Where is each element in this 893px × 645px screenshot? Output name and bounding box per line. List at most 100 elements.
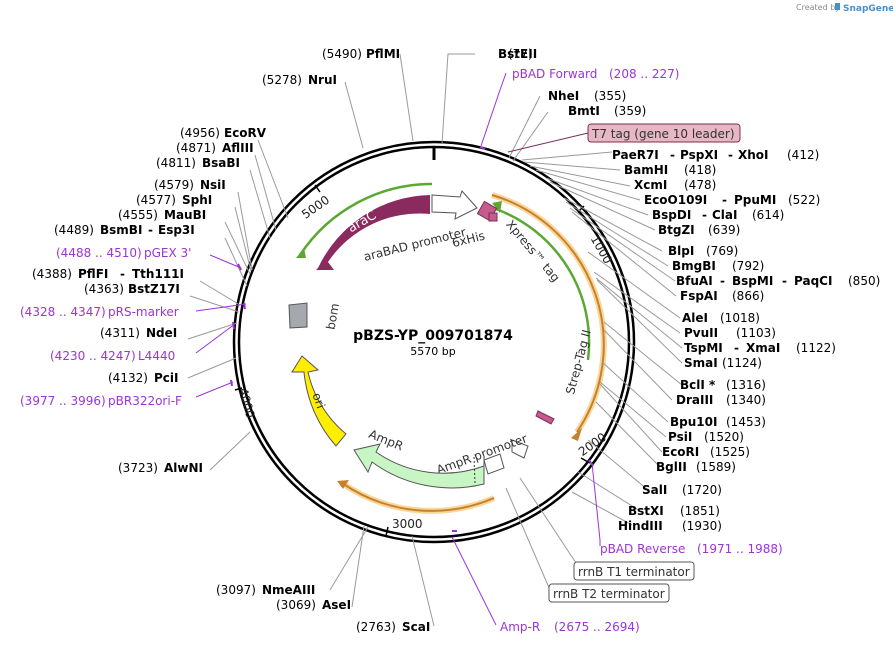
xpress-tag-feature[interactable] [488,212,498,222]
primer-prs-marker[interactable]: pRS-marker [108,305,179,319]
site-hindiii[interactable]: HindIII [618,519,663,533]
site-ecori[interactable]: EcoRI [662,445,699,459]
site-asei-pos: (3069) [276,598,316,612]
site-bsmbi[interactable]: BsmBI [100,223,142,237]
site-pvuii[interactable]: PvuII [684,326,718,340]
site-ecori-pos: (1525) [710,445,750,459]
primer-l4440[interactable]: L4440 [138,349,175,363]
site-blpi-pos: (769) [706,244,738,258]
site-nrui[interactable]: NruI [308,73,337,87]
site-bfuai-alt-2[interactable]: PaqCI [794,274,832,288]
site-xcmi[interactable]: XcmI [634,178,667,192]
site-smai[interactable]: SmaI [684,356,718,370]
site-bsteii[interactable]: BstEII [498,47,537,61]
site-bpu10i[interactable]: Bpu10I [670,415,717,429]
site-bmgbi[interactable]: BmgBI [672,259,716,273]
site-alwni[interactable]: AlwNI [164,461,203,475]
sep-bspdi: - [702,208,707,222]
site-bamhi[interactable]: BamHI [624,163,668,177]
sep-pflfi: - [120,267,125,281]
tick-label-3000: 3000 [392,517,423,531]
site-pae-pos: (412) [787,148,819,162]
rrnb-t1-box[interactable] [573,561,695,581]
ori-feature[interactable] [291,355,347,447]
site-tspmi[interactable]: TspMI [684,341,723,355]
site-pflfi-alt-1[interactable]: Tth111I [132,267,184,281]
tick-2000 [580,457,591,464]
site-labels: BstEII (77) PflMI (5490) NruI (5278) Nhe… [32,47,880,634]
site-pae[interactable]: PaeR7I [612,148,659,162]
site-sphi[interactable]: SphI [182,193,212,207]
site-alei[interactable]: AleI [682,311,708,325]
site-pae-alt-2[interactable]: XhoI [738,148,769,162]
rrnb-terminator-shape[interactable] [511,439,529,459]
primer-pbr322ori[interactable]: pBR322ori-F [108,394,182,408]
site-sali[interactable]: SalI [642,483,667,497]
site-bcli[interactable]: BclI * [680,378,716,392]
site-tspmi-pos: (1122) [796,341,836,355]
site-eco109-alt-1[interactable]: PpuMI [734,193,776,207]
site-afliii-pos: (4871) [176,141,216,155]
site-asei[interactable]: AseI [322,598,351,612]
site-psii[interactable]: PsiI [668,430,692,444]
arac-orf-arrow-icon [296,248,306,258]
primer-pbad-reverse[interactable]: pBAD Reverse [600,542,685,556]
primer-pgex3[interactable]: pGEX 3' [144,246,191,260]
primer-pgex3-range: (4488 .. 4510) [56,246,142,260]
orf-orange-bottom-arc [341,482,495,512]
site-bstz17i-pos: (4363) [84,282,124,296]
site-ecorv[interactable]: EcoRV [224,126,267,140]
primer-pbad-forward[interactable]: pBAD Forward [512,67,597,81]
site-nrui-pos: (5278) [262,73,302,87]
arac-feature[interactable] [316,195,430,270]
rrnb-t2-label: rrnB T2 terminator [553,587,665,601]
site-blpi[interactable]: BlpI [668,244,694,258]
ampr-divider [473,456,476,484]
primer-marks [230,146,594,532]
t7-tag-box[interactable] [587,123,741,143]
site-bfuai-alt-1[interactable]: BspMI [732,274,773,288]
site-scai[interactable]: ScaI [402,620,430,634]
primer-l4440-range: (4230 .. 4247) [50,349,136,363]
arabad-promoter-feature[interactable] [431,190,478,220]
site-bspdi[interactable]: BspDI [652,208,691,222]
strep-tag-feature[interactable] [535,410,555,425]
sep-bfuai-1: - [720,274,725,288]
site-bspdi-alt-1[interactable]: ClaI [712,208,737,222]
orf-orange-bottom-arrow-icon [337,480,349,489]
arac-orf-arc [298,182,433,256]
site-nsii[interactable]: NsiI [200,178,226,192]
site-afliii[interactable]: AflIII [222,141,254,155]
site-pcii[interactable]: PciI [154,371,179,385]
primer-amp-r[interactable]: Amp-R [500,620,540,634]
site-tspmi-alt-1[interactable]: XmaI [746,341,780,355]
site-pflfi[interactable]: PflFI [78,267,108,281]
ampr-promoter-feature[interactable] [483,453,505,475]
site-draiii[interactable]: DraIII [676,393,713,407]
site-bsabi[interactable]: BsaBI [202,156,240,170]
site-bfuai[interactable]: BfuAI [676,274,713,288]
site-fspai[interactable]: FspAI [680,289,718,303]
bom-feature[interactable] [288,302,308,329]
ampr-feature[interactable] [353,443,485,489]
rrnb-t2-box[interactable] [548,583,670,603]
site-ndei[interactable]: NdeI [146,326,177,340]
site-nhei-1[interactable]: NheI [548,89,579,103]
primer-pbr322ori-range: (3977 .. 3996) [20,394,106,408]
site-bstxi[interactable]: BstXI [628,504,664,518]
site-ecorv-pos: (4956) [180,126,220,140]
site-nmeaiii[interactable]: NmeAIII [262,583,315,597]
site-bmti-pos: (359) [614,104,646,118]
site-pvuii-pos: (1103) [736,326,776,340]
site-btgzi[interactable]: BtgZI [658,223,695,237]
site-pflmi[interactable]: PflMI [366,47,400,61]
site-bmti[interactable]: BmtI [568,104,600,118]
site-bstz17i[interactable]: BstZ17I [128,282,180,296]
site-pae-alt-1[interactable]: PspXI [680,148,718,162]
site-bcli-pos: (1316) [726,378,766,392]
site-bglii[interactable]: BglII [656,460,687,474]
site-maubi[interactable]: MauBI [164,208,206,222]
site-sali-pos: (1720) [682,483,722,497]
site-eco109[interactable]: EcoO109I [644,193,707,207]
site-bsmbi-alt-1[interactable]: Esp3I [158,223,195,237]
